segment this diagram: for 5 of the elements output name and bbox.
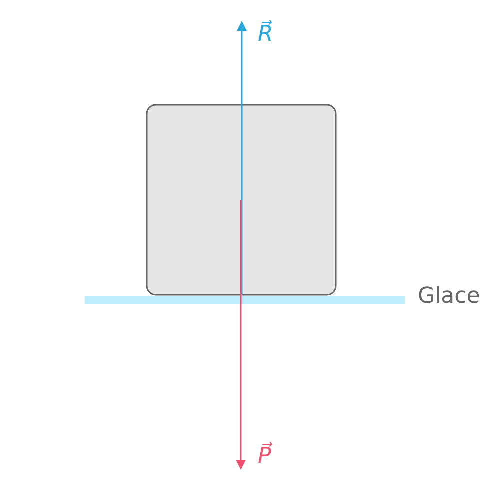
- ice-surface: [85, 296, 405, 304]
- force-label: R⃗: [258, 22, 274, 48]
- block: [146, 104, 337, 296]
- force-label: P⃗: [258, 444, 272, 470]
- surface-label: Glace: [418, 284, 480, 310]
